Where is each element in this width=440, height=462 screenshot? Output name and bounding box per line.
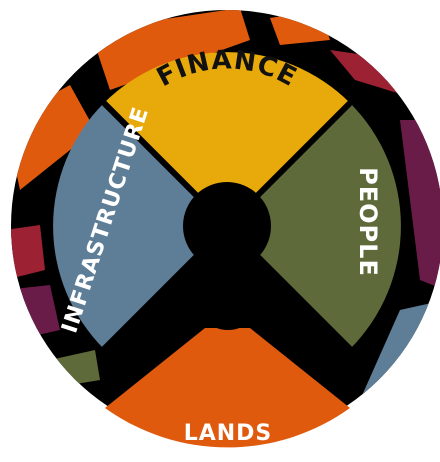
people-label: PEOPLE (354, 167, 382, 277)
people-segment (227, 103, 401, 349)
finance-segment (104, 52, 350, 227)
band-purple-left (11, 285, 60, 340)
band-maroon-left (11, 225, 45, 280)
lands-label: LANDS (184, 421, 273, 446)
lands-segment (105, 328, 350, 448)
center-hub (183, 182, 271, 270)
lands-hub (194, 262, 262, 330)
band-olive-left (50, 350, 100, 385)
infrastructure-segment (53, 103, 227, 349)
band-orange-topright (270, 10, 330, 45)
